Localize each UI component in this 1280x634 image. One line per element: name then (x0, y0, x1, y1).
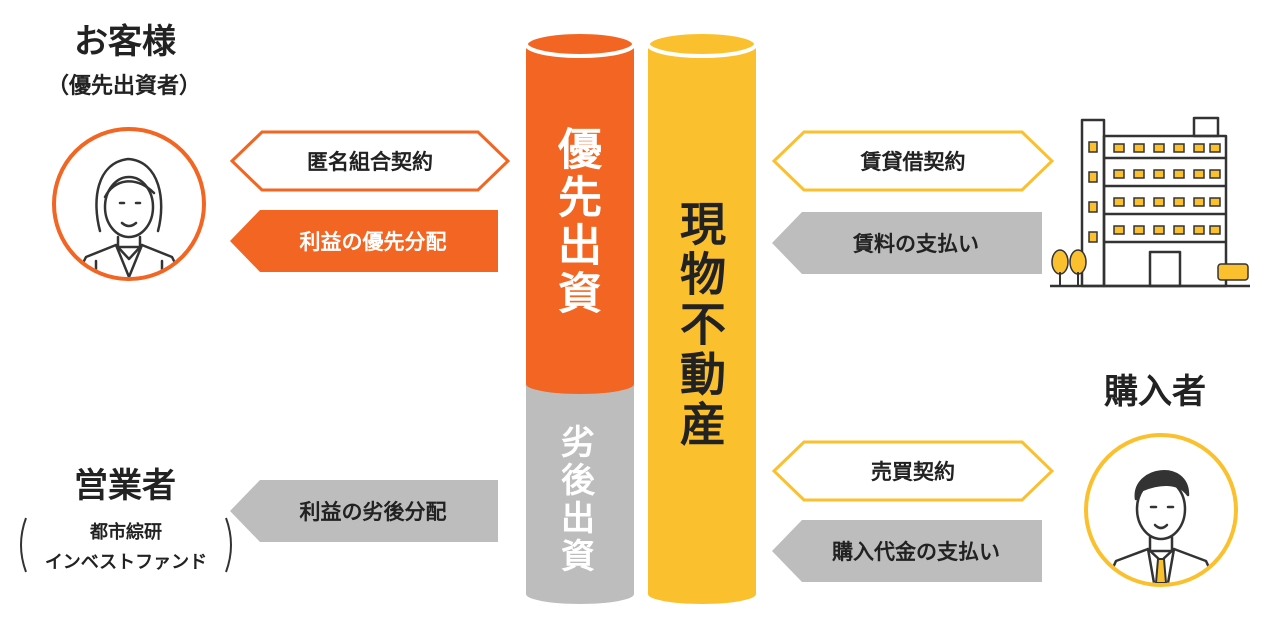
dealer-line2: インベストファンド (44, 552, 208, 573)
buyer-avatar (1084, 433, 1238, 587)
paren-bracket (20, 517, 232, 573)
subordinate-distribution-label: 利益の劣後分配 (299, 500, 447, 524)
preferred-column-label: 優先出資 (550, 126, 601, 318)
preferred-distribution-label: 利益の優先分配 (299, 230, 447, 254)
rent-payment-arrow: 賃料の支払い (772, 212, 1042, 274)
woman-icon (74, 157, 184, 277)
tokumei-contract-arrow: 匿名組合契約 (230, 130, 510, 192)
lease-contract-arrow: 賃貸借契約 (772, 130, 1054, 192)
preferred-column (526, 44, 634, 384)
purchase-payment-label: 購入代金の支払い (832, 540, 1000, 564)
customer-title: お客様 (74, 22, 176, 62)
dealer-title: 営業者 (74, 466, 176, 506)
rent-payment-label: 賃料の支払い (853, 232, 979, 256)
property-column-label: 現物不動産 (673, 200, 727, 450)
lease-contract-label: 賃貸借契約 (860, 150, 966, 174)
dealer-name-box: 都市綜研 インベストファンド (12, 512, 240, 578)
subordinate-column-label: 劣後出資 (554, 424, 595, 576)
customer-subtitle: （優先出資者） (46, 74, 201, 99)
man-icon (1104, 470, 1218, 584)
purchase-payment-arrow: 購入代金の支払い (772, 520, 1042, 582)
subordinate-column (526, 374, 634, 594)
sale-contract-label: 売買契約 (871, 460, 955, 484)
preferred-distribution-arrow: 利益の優先分配 (230, 210, 498, 272)
dealer-line1: 都市綜研 (90, 522, 162, 543)
apartment-building-icon (1050, 116, 1250, 288)
investment-columns (524, 30, 758, 604)
sale-contract-arrow: 売買契約 (772, 440, 1054, 502)
customer-avatar (52, 127, 206, 281)
buyer-title: 購入者 (1104, 372, 1206, 412)
tokumei-contract-label: 匿名組合契約 (307, 150, 433, 174)
subordinate-distribution-arrow: 利益の劣後分配 (230, 480, 498, 542)
property-column (648, 44, 756, 594)
